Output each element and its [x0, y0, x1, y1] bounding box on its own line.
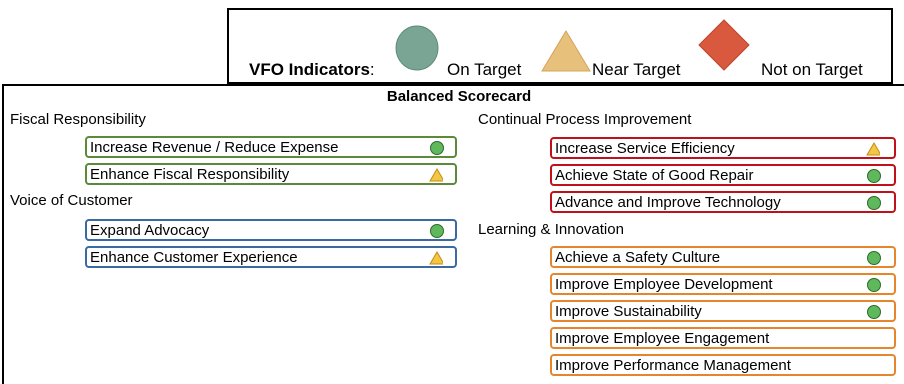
on-target-indicator-icon [867, 251, 881, 265]
on-target-indicator-icon [867, 278, 881, 292]
legend-not-on-target-label: Not on Target [761, 60, 863, 79]
on-target-circle-icon [395, 25, 439, 71]
objective-expand-advocacy: Expand Advocacy [85, 219, 457, 241]
objective-increase-service-efficiency: Increase Service Efficiency [550, 137, 896, 159]
near-target-indicator-icon [429, 168, 443, 182]
legend-on-target-label: On Target [447, 60, 522, 79]
objective-label: Expand Advocacy [90, 222, 210, 239]
objective-advance-technology: Advance and Improve Technology [550, 191, 896, 213]
objective-increase-revenue: Increase Revenue / Reduce Expense [85, 136, 457, 158]
on-target-indicator-icon [867, 305, 881, 319]
scorecard-frame [2, 84, 904, 384]
objective-label: Improve Performance Management [555, 357, 791, 374]
on-target-indicator-icon [867, 196, 881, 210]
objective-label: Enhance Customer Experience [90, 249, 298, 266]
on-target-indicator-icon [430, 224, 444, 238]
on-target-indicator-icon [867, 169, 881, 183]
objective-enhance-customer-experience: Enhance Customer Experience [85, 246, 457, 268]
objective-improve-employee-development: Improve Employee Development [550, 273, 896, 295]
objective-label: Enhance Fiscal Responsibility [90, 166, 290, 183]
near-target-indicator-icon [866, 142, 880, 156]
legend-near-target-label: Near Target [592, 60, 681, 79]
objective-improve-employee-engagement: Improve Employee Engagement [550, 327, 896, 349]
objective-label: Increase Revenue / Reduce Expense [90, 139, 339, 156]
objective-label: Achieve a Safety Culture [555, 249, 721, 266]
objective-label: Improve Employee Development [555, 276, 773, 293]
section-voice-of-customer: Voice of Customer [10, 192, 133, 209]
objective-label: Increase Service Efficiency [555, 140, 735, 157]
objective-achieve-safety-culture: Achieve a Safety Culture [550, 246, 896, 268]
section-fiscal-responsibility: Fiscal Responsibility [10, 111, 146, 128]
objective-improve-performance-management: Improve Performance Management [550, 354, 896, 376]
objective-achieve-state-of-good-repair: Achieve State of Good Repair [550, 164, 896, 186]
on-target-indicator-icon [430, 141, 444, 155]
legend-box: VFO Indicators: On Target Near Target No… [227, 8, 893, 84]
near-target-indicator-icon [429, 251, 443, 265]
objective-enhance-fiscal: Enhance Fiscal Responsibility [85, 163, 457, 185]
section-continual-process-improvement: Continual Process Improvement [478, 111, 692, 128]
objective-label: Advance and Improve Technology [555, 194, 781, 211]
objective-label: Improve Employee Engagement [555, 330, 770, 347]
legend-title: VFO Indicators: [249, 60, 375, 79]
section-learning-innovation: Learning & Innovation [478, 221, 624, 238]
objective-label: Improve Sustainability [555, 303, 702, 320]
near-target-triangle-icon [541, 30, 591, 72]
not-on-target-diamond-icon [698, 19, 750, 71]
objective-label: Achieve State of Good Repair [555, 167, 754, 184]
objective-improve-sustainability: Improve Sustainability [550, 300, 896, 322]
scorecard-title: Balanced Scorecard [386, 88, 532, 105]
